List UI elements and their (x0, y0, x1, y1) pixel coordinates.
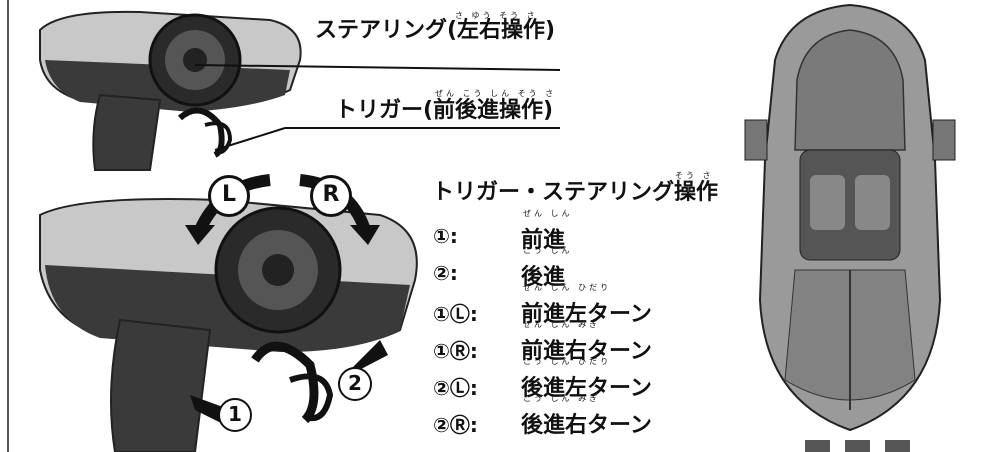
left-turn-badge: L (208, 175, 250, 217)
row-action: 前進左ターン (521, 302, 652, 327)
row-code: ①: (433, 224, 458, 248)
page-border-line (7, 0, 9, 452)
controller-bottom-illustration (39, 174, 418, 452)
right-turn-badge: R (310, 175, 352, 217)
row-code: ①Ⓛ: (433, 302, 478, 326)
row-action: 後進 (521, 265, 566, 290)
steering-ruby: さ ゆう そう さ (455, 11, 538, 20)
callout-leader-lines (194, 64, 561, 151)
row-action: 後進右ターン (521, 413, 652, 438)
row-ruby: こう しん みぎ (523, 394, 601, 403)
trigger-ruby: ぜん こう しん そう さ (435, 89, 557, 98)
row-code: ②Ⓡ: (433, 413, 478, 437)
row-action: 後進左ターン (521, 376, 652, 401)
rc-car-top-view (744, 3, 956, 452)
controller-top-illustration (39, 10, 302, 171)
steering-callout: ステアリング(左右操作) (315, 18, 556, 43)
row-ruby: こう しん (523, 246, 573, 255)
backward-badge: 2 (338, 367, 372, 401)
row-code: ②Ⓛ: (433, 376, 478, 400)
row-ruby: ぜん しん (523, 209, 573, 218)
instructions-title-ruby: そう さ (675, 171, 714, 180)
row-ruby: こう しん ひだり (523, 357, 612, 366)
row-ruby: ぜん しん ひだり (523, 283, 612, 292)
forward-badge: 1 (218, 398, 252, 432)
row-code: ①Ⓡ: (433, 339, 478, 363)
trigger-callout: トリガー(前後進操作) (335, 98, 554, 123)
row-action: 前進 (521, 228, 566, 253)
row-ruby: ぜん しん みぎ (523, 320, 601, 329)
row-code: ②: (433, 261, 458, 285)
row-action: 前進右ターン (521, 339, 652, 364)
instructions-title: トリガー・ステアリング操作 (432, 180, 719, 205)
